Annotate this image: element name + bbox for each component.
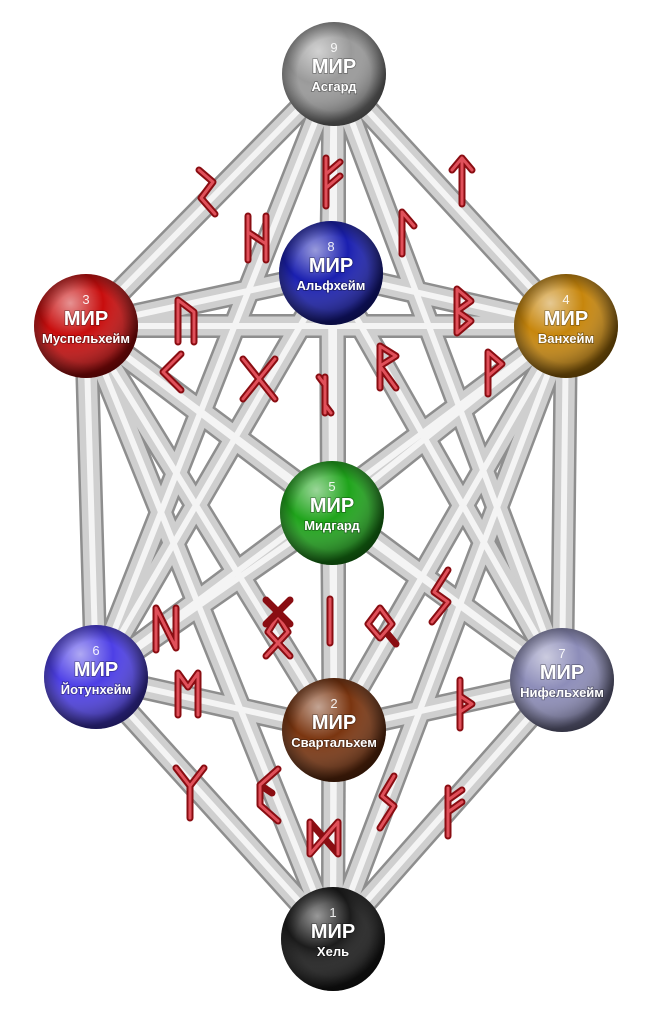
rune-raidho-icon bbox=[376, 342, 400, 392]
world-number: 1 bbox=[329, 905, 336, 920]
rune-sowilo-icon bbox=[428, 566, 452, 626]
world-1-hel[interactable]: 1 МИР Хель bbox=[281, 887, 385, 991]
world-label: МИР bbox=[309, 255, 353, 277]
world-name: Ванхейм bbox=[538, 331, 594, 346]
world-5-midgard[interactable]: 5 МИР Мидгард bbox=[280, 461, 384, 565]
rune-laguz-icon bbox=[398, 208, 418, 258]
pipe-w8-w6 bbox=[93, 270, 334, 680]
world-3-muspelheim[interactable]: 3 МИР Муспельхейм bbox=[34, 274, 138, 378]
world-label: МИР bbox=[311, 921, 355, 943]
world-number: 2 bbox=[330, 696, 337, 711]
pipe-w4-w2 bbox=[331, 323, 569, 733]
world-number: 5 bbox=[328, 479, 335, 494]
world-label: МИР bbox=[312, 712, 356, 734]
rune-gebo-icon bbox=[239, 355, 279, 403]
world-label: МИР bbox=[310, 495, 354, 517]
world-number: 6 bbox=[92, 643, 99, 658]
world-number: 4 bbox=[562, 292, 569, 307]
rune-wunjo-icon bbox=[484, 348, 506, 398]
world-label: МИР bbox=[544, 308, 588, 330]
world-name: Хель bbox=[317, 944, 349, 959]
rune-mannaz-icon bbox=[152, 604, 180, 654]
rune-ansuz-icon bbox=[444, 784, 466, 840]
runes bbox=[152, 154, 506, 858]
world-4-vanaheim[interactable]: 4 МИР Ванхейм bbox=[514, 274, 618, 378]
world-6-jotunheim[interactable]: 6 МИР Йотунхейм bbox=[44, 625, 148, 729]
rune-eihwaz-icon bbox=[315, 373, 335, 417]
world-label: МИР bbox=[64, 308, 108, 330]
rune-perthro-icon bbox=[256, 765, 282, 825]
world-number: 9 bbox=[330, 40, 337, 55]
pipe-w9-w4 bbox=[331, 71, 569, 329]
world-2-svartalfheim[interactable]: 2 МИР Свартальхем bbox=[282, 678, 386, 782]
world-name: Альфхейм bbox=[297, 278, 366, 293]
rune-thurisaz-icon bbox=[456, 676, 476, 732]
pipe-w3-w2 bbox=[83, 323, 337, 733]
rune-sowilo-icon bbox=[195, 166, 219, 218]
rune-tiwaz-icon bbox=[448, 154, 476, 208]
world-name: Свартальхем bbox=[291, 735, 377, 750]
pipe-w3-w1 bbox=[83, 323, 336, 942]
world-name: Нифельхейм bbox=[520, 685, 604, 700]
rune-othala-icon bbox=[262, 596, 294, 660]
rune-uruz-icon bbox=[174, 296, 198, 346]
world-number: 3 bbox=[82, 292, 89, 307]
world-7-niflheim[interactable]: 7 МИР Нифельхейм bbox=[510, 628, 614, 732]
rune-sowilo-icon bbox=[376, 772, 398, 832]
pipe-w9-w7 bbox=[331, 71, 565, 683]
pipe-w6-w1 bbox=[93, 674, 336, 942]
world-label: МИР bbox=[74, 659, 118, 681]
pipe-w8-w7 bbox=[328, 270, 565, 683]
pipe-w9-w3 bbox=[83, 71, 337, 329]
world-label: МИР bbox=[312, 56, 356, 78]
rune-berkano-icon bbox=[453, 285, 475, 337]
world-name: Йотунхейм bbox=[61, 682, 131, 697]
world-number: 8 bbox=[327, 239, 334, 254]
rune-kenaz-icon bbox=[159, 350, 185, 394]
world-spheres: 9 МИР Асгард 8 МИР Альфхейм 3 МИР Муспел… bbox=[34, 22, 618, 991]
world-name: Мидгард bbox=[304, 518, 360, 533]
pipe-w4-w7 bbox=[559, 323, 569, 683]
world-number: 7 bbox=[558, 646, 565, 661]
rune-algiz-icon bbox=[172, 764, 208, 822]
world-name: Муспельхейм bbox=[42, 331, 130, 346]
rune-hagalaz-icon bbox=[244, 212, 270, 264]
pipe-w9-w6 bbox=[93, 71, 337, 680]
rune-ingwaz-icon bbox=[364, 604, 400, 648]
rune-fehu-icon bbox=[322, 154, 344, 210]
world-name: Асгард bbox=[312, 79, 358, 94]
world-9-asgard[interactable]: 9 МИР Асгард bbox=[282, 22, 386, 126]
pipe-w3-w6 bbox=[83, 323, 99, 680]
rune-ehwaz-icon bbox=[174, 669, 202, 719]
rune-dagaz-icon bbox=[306, 818, 342, 858]
world-label: МИР bbox=[540, 662, 584, 684]
pipe-w4-w1 bbox=[330, 323, 569, 942]
world-8-alfheim[interactable]: 8 МИР Альфхейм bbox=[279, 221, 383, 325]
